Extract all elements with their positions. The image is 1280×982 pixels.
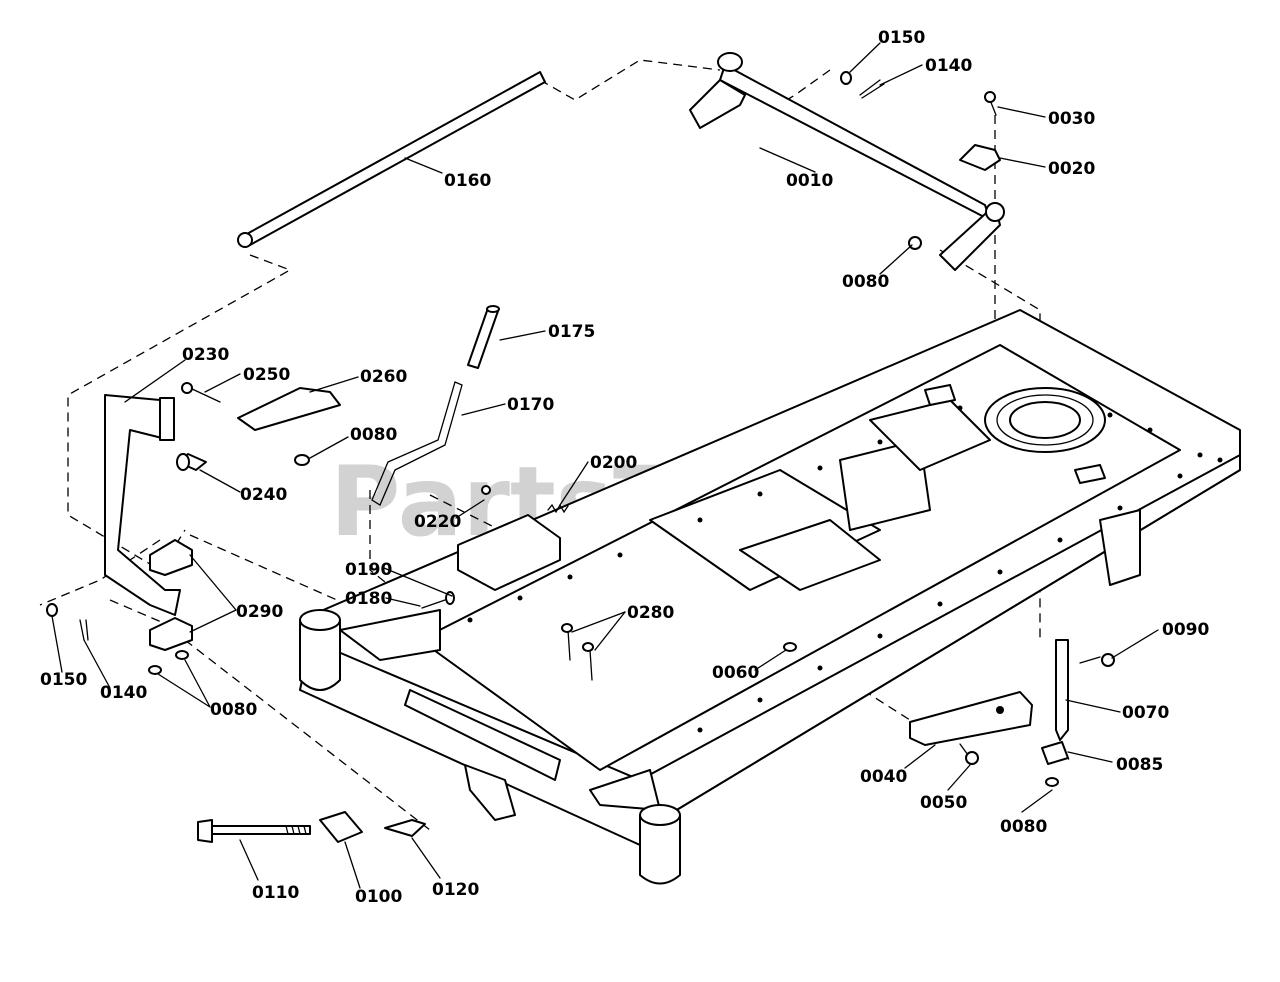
callout-0280: 0280 [627, 603, 674, 623]
callout-0260: 0260 [360, 367, 407, 387]
callout-0010: 0010 [786, 171, 833, 191]
callout-0180: 0180 [345, 589, 392, 609]
callout-0175: 0175 [548, 322, 595, 342]
leader-lines [51, 42, 1159, 889]
callout-0110: 0110 [252, 883, 299, 903]
callout-0080-right: 0080 [1000, 817, 1047, 837]
callout-0220: 0220 [414, 512, 461, 532]
callout-0200: 0200 [590, 453, 637, 473]
callout-0190: 0190 [345, 560, 392, 580]
callout-0140-left: 0140 [100, 683, 147, 703]
callout-0085: 0085 [1116, 755, 1163, 775]
callout-0060: 0060 [712, 663, 759, 683]
mower-frame [299, 309, 1241, 885]
callout-0090: 0090 [1162, 620, 1209, 640]
callout-0160: 0160 [444, 171, 491, 191]
callout-0140-upper: 0140 [925, 56, 972, 76]
callout-0080-upper: 0080 [842, 272, 889, 292]
callout-0070: 0070 [1122, 703, 1169, 723]
callout-0080-left: 0080 [210, 700, 257, 720]
callout-0100: 0100 [355, 887, 402, 907]
callout-0040: 0040 [860, 767, 907, 787]
callout-0080-lever: 0080 [350, 425, 397, 445]
callout-0170: 0170 [507, 395, 554, 415]
callout-0030: 0030 [1048, 109, 1095, 129]
callout-0050: 0050 [920, 793, 967, 813]
callout-0230: 0230 [182, 345, 229, 365]
callout-0250: 0250 [243, 365, 290, 385]
callout-0150-left: 0150 [40, 670, 87, 690]
callout-0290: 0290 [236, 602, 283, 622]
callout-0240: 0240 [240, 485, 287, 505]
parts-drawings [46, 52, 1115, 843]
callout-0020: 0020 [1048, 159, 1095, 179]
callout-0150-upper: 0150 [878, 28, 925, 48]
callout-0120: 0120 [432, 880, 479, 900]
callout-labels: 0010 0020 0030 0040 0050 0060 0070 0080 … [40, 28, 1209, 907]
